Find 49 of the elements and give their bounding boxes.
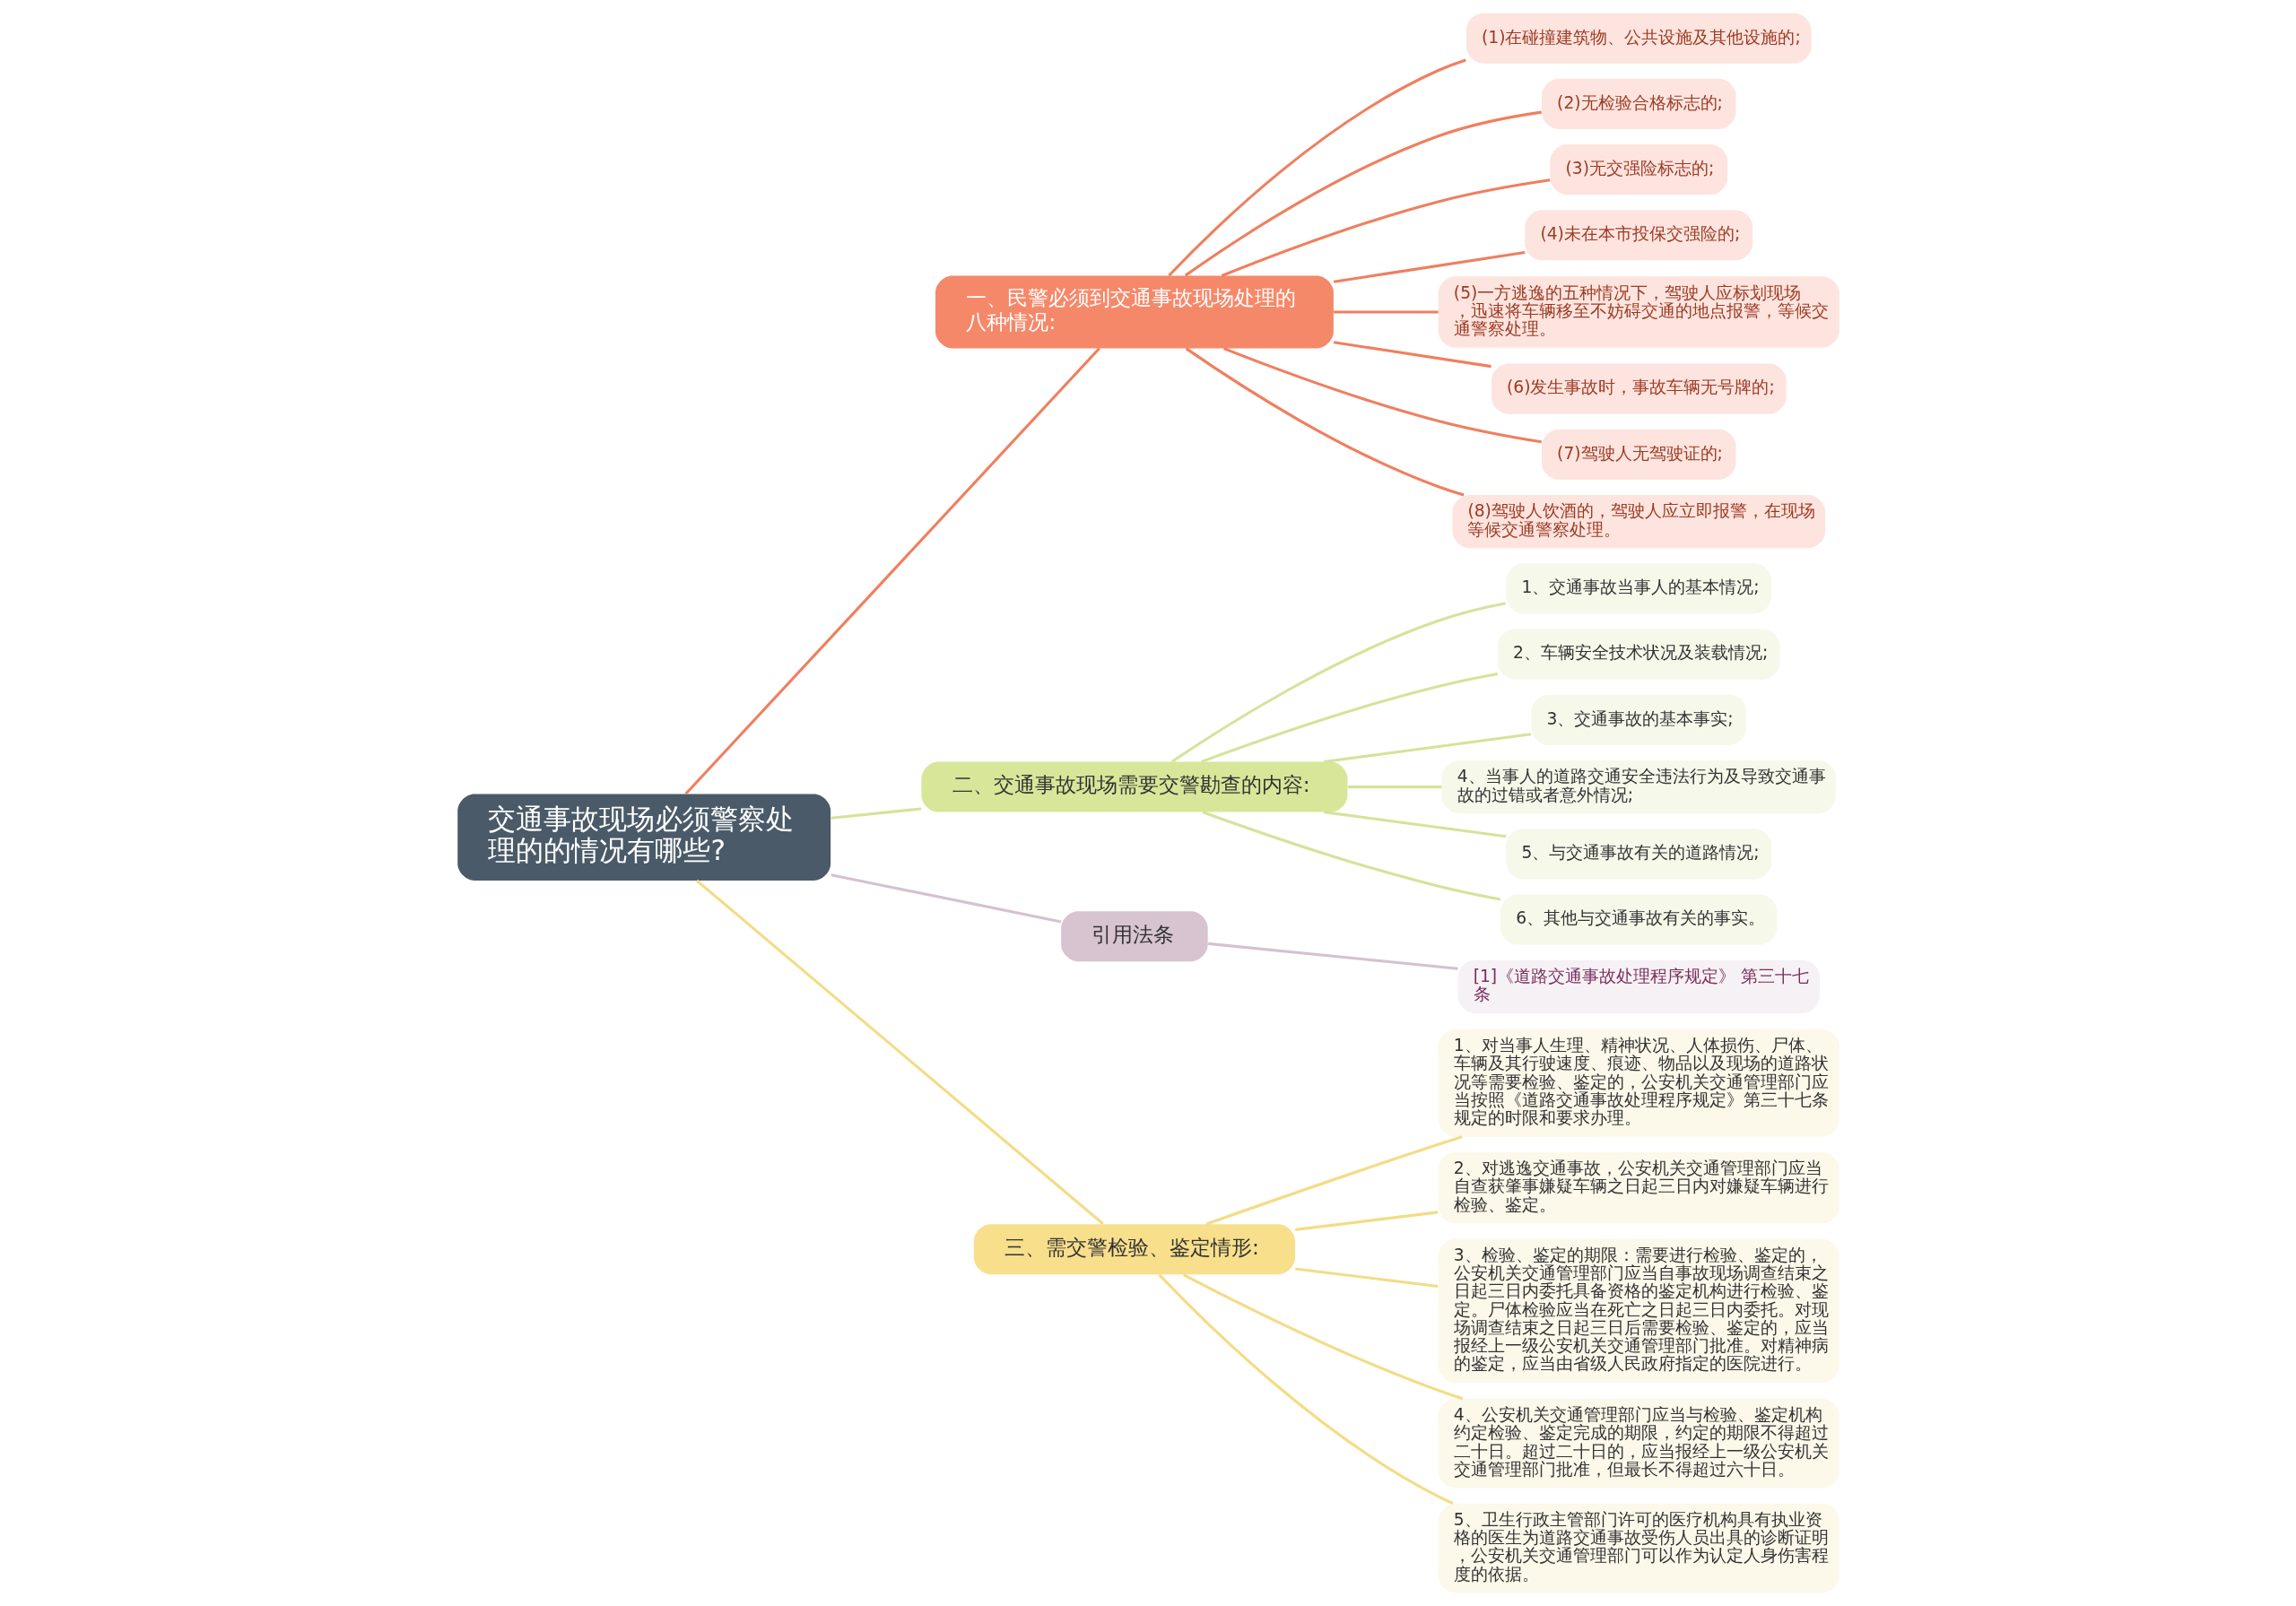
node-box: 2、对逃逸交通事故，公安机关交通管理部门应当自查获肇事嫌疑车辆之日起三日内对嫌疑车辆进行检验、鉴定。: [1438, 1151, 1839, 1224]
node-box: 4、当事人的道路交通安全违法行为及导致交通事故的过错或者意外情况;: [1441, 760, 1836, 814]
connector: [1294, 1211, 1438, 1231]
node-box: (3)无交强险标志的;: [1549, 144, 1727, 195]
node-box: (7)驾驶人无驾驶证的;: [1541, 429, 1735, 480]
connector: [1333, 341, 1492, 369]
node-box: 1、对当事人生理、精神状况、人体损伤、尸体、车辆及其行驶速度、痕迹、物品以及现场的道路状况等需要检验、鉴定的，公安机关交通管理部门应当按照《道路交通事故处理程序规定》第三十七条规定的时限和要求办理。: [1438, 1029, 1839, 1137]
connector: [684, 347, 1100, 795]
connector: [1170, 602, 1506, 763]
node-box: 3、检验、鉴定的期限：需要进行检验、鉴定的，公安机关交通管理部门应当自事故现场调查结束之日起三日内委托具备资格的鉴定机构进行检验、鉴定。尸体检验应当在死亡之日起三日内委托。对现场调查结束之日起三日后需要检验、鉴定的，应当报经上一级公安机关交通管理部门批准。对精神病的鉴定，应当由省级人民政府指定的医院进行。: [1438, 1238, 1839, 1383]
node-box: (1)在碰撞建筑物、公共设施及其他设施的;: [1465, 13, 1812, 64]
connector: [1323, 811, 1506, 838]
connector: [1202, 811, 1500, 901]
node-box: 一、民警必须到交通事故现场处理的八种情况:: [935, 275, 1334, 349]
node-box: (2)无检验合格标志的;: [1541, 78, 1735, 129]
node-box: (5)一方逃逸的五种情况下，驾驶人应标划现场，迅速将车辆移至不妨碍交通的地点报警，等候交通警察处理。: [1438, 276, 1839, 348]
node-box: 交通事故现场必须警察处理的的情况有哪些?: [457, 794, 831, 881]
node-box: 引用法条: [1060, 911, 1208, 962]
node-box: 4、公安机关交通管理部门应当与检验、鉴定机构约定检验、鉴定完成的期限，约定的期限不得超过二十日。超过二十日的，应当报经上一级公安机关交通管理部门批准，但最长不得超过六十日。: [1438, 1398, 1839, 1489]
node-box: [1]《道路交通事故处理程序规定》 第三十七条: [1457, 959, 1820, 1013]
connector: [831, 807, 921, 820]
connector: [1184, 110, 1542, 277]
node-box: (6)发生事故时，事故车辆无号牌的;: [1491, 363, 1787, 414]
connector: [1185, 347, 1465, 497]
connector: [1157, 1273, 1454, 1506]
connector: [831, 873, 1061, 924]
connector: [1294, 1267, 1438, 1288]
connector: [1222, 347, 1542, 444]
connector: [1333, 251, 1525, 283]
node-box: 三、需交警检验、鉴定情形:: [973, 1224, 1295, 1275]
node-box: 2、车辆安全技术状况及装载情况;: [1497, 629, 1780, 680]
connector: [1207, 942, 1458, 970]
connector: [1221, 178, 1550, 277]
node-box: 5、与交通事故有关的道路情况;: [1505, 829, 1771, 880]
connector: [1167, 58, 1466, 277]
connector: [1323, 733, 1531, 764]
connector: [695, 879, 1104, 1225]
connector: [1205, 1135, 1463, 1226]
connector: [1182, 1273, 1463, 1401]
connector: [1347, 786, 1442, 789]
node-box: (8)驾驶人饮酒的，驾驶人应立即报警，在现场等候交通警察处理。: [1451, 495, 1825, 549]
node-box: 1、交通事故当事人的基本情况;: [1505, 563, 1771, 614]
node-box: (4)未在本市投保交强险的;: [1524, 210, 1752, 261]
node-box: 6、其他与交通事故有关的事实。: [1500, 894, 1777, 945]
node-box: 二、交通事故现场需要交警勘查的内容:: [920, 761, 1347, 812]
connector: [1200, 672, 1498, 763]
connector: [1333, 310, 1439, 314]
node-box: 3、交通事故的基本事实;: [1530, 694, 1746, 745]
node-box: 5、卫生行政主管部门许可的医疗机构具有执业资格的医生为道路交通事故受伤人员出具的诊断证明，公安机关交通管理部门可以作为认定人身伤害程度的依据。: [1438, 1503, 1839, 1593]
